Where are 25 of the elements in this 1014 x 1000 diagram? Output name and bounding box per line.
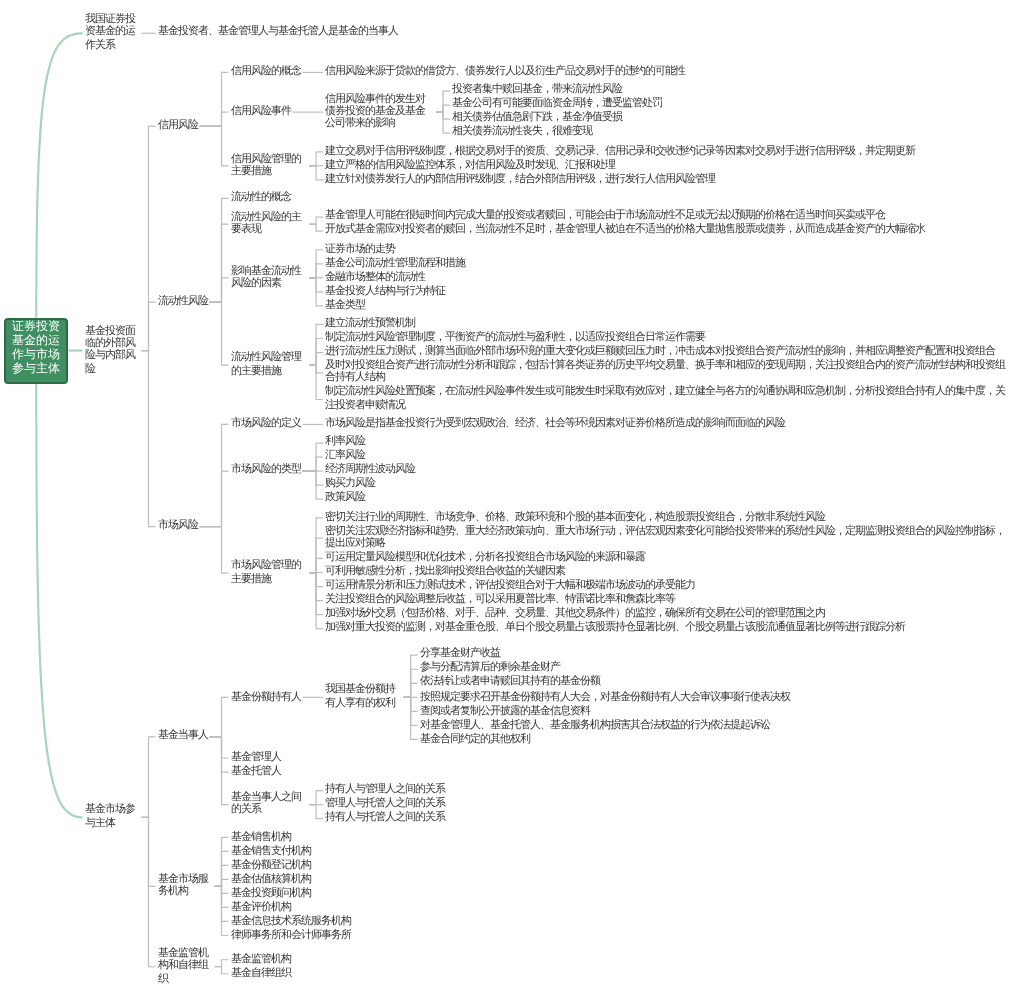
connector-line [308, 804, 324, 820]
connector-line [301, 696, 324, 698]
connector-line [308, 223, 324, 232]
connector-line [308, 277, 324, 307]
branch-curve [35, 32, 83, 318]
connector-line [301, 423, 324, 426]
branch-curve [68, 349, 83, 352]
connector-line [301, 470, 324, 500]
connector-line [308, 364, 324, 401]
connector-line [308, 572, 324, 630]
branch-curve [35, 383, 83, 819]
connector-line [403, 696, 419, 740]
connector-line [140, 349, 157, 528]
connector-line [140, 816, 157, 968]
connector-line [140, 32, 157, 34]
connector-line [301, 71, 324, 74]
connector-line [208, 736, 230, 806]
connector-line [213, 885, 230, 937]
connector-line [198, 125, 230, 167]
connector-line [291, 111, 324, 113]
connector-line [308, 165, 324, 181]
connector-line [198, 525, 230, 574]
connector-line [208, 301, 230, 366]
connector-line [213, 966, 230, 975]
connector-line [435, 111, 451, 134]
